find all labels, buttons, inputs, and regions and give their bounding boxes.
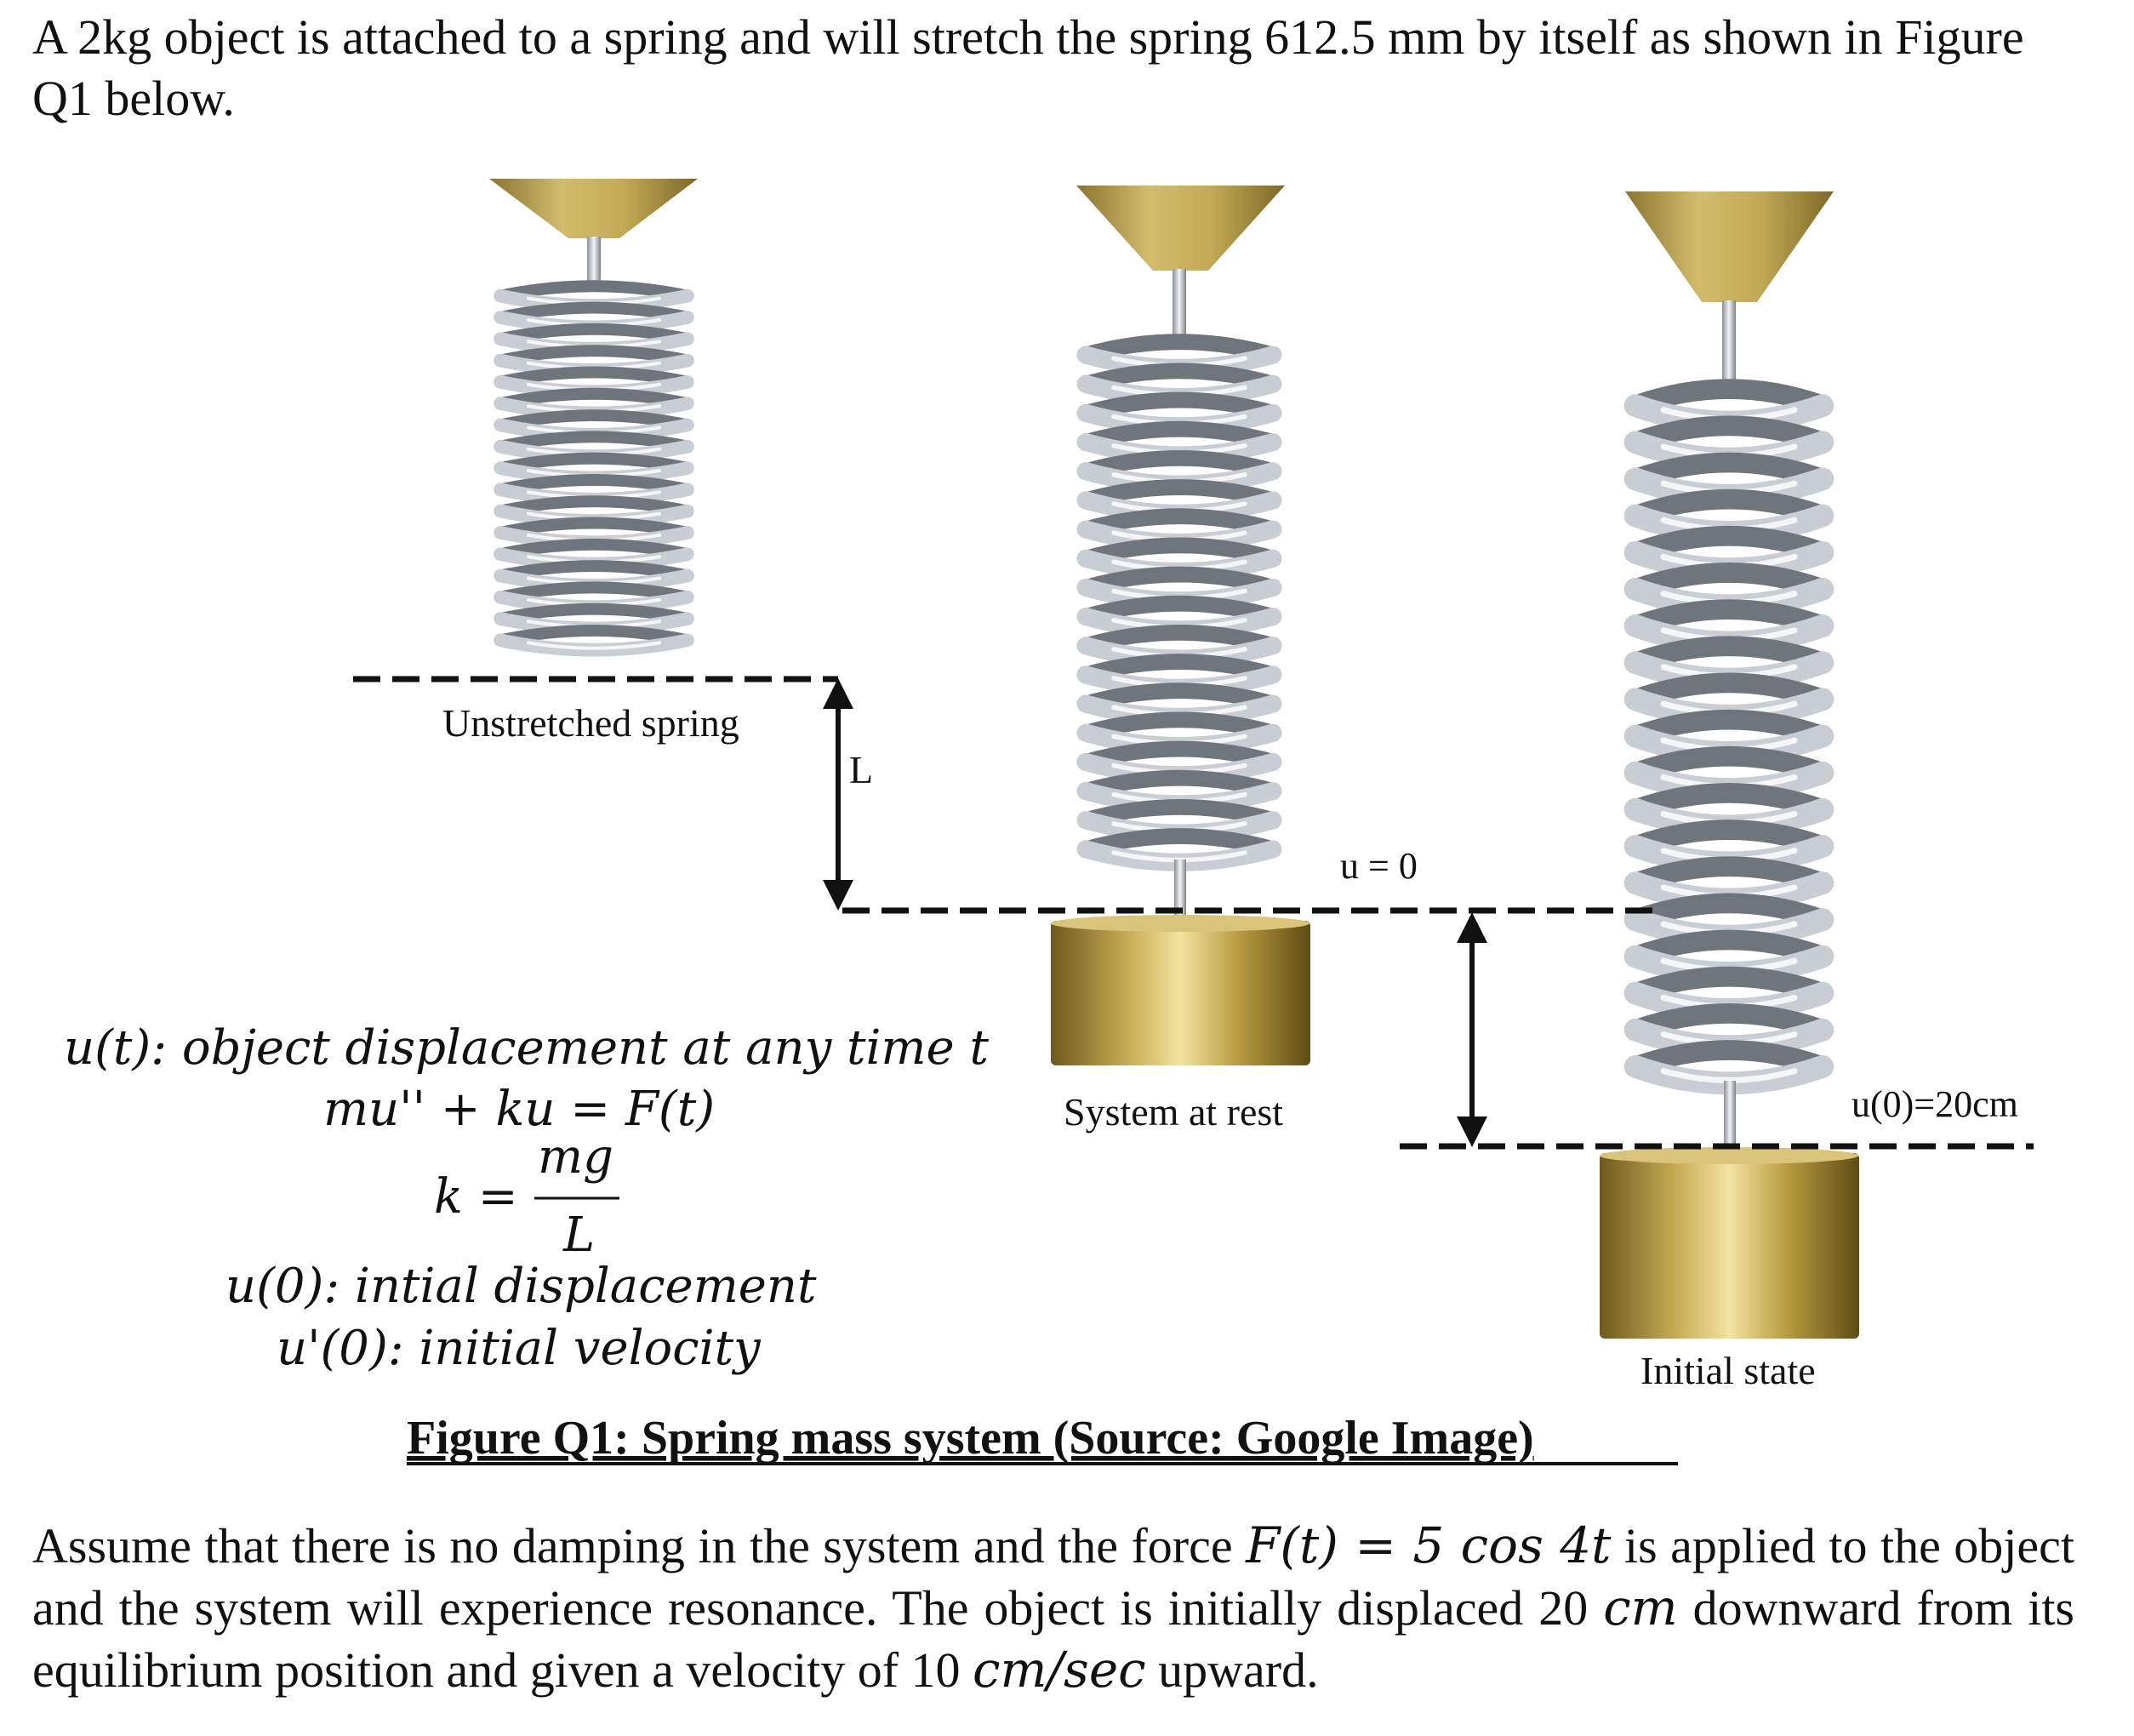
unstretched-spring-label: Unstretched spring xyxy=(442,701,739,745)
coil-turn-back xyxy=(494,366,693,388)
unit-cm-per-sec: cm/sec xyxy=(973,1641,1146,1699)
spring-rod-3 xyxy=(1722,300,1736,385)
coil-turn-back xyxy=(1625,379,1833,416)
coil-turn-back xyxy=(1625,636,1833,673)
closing-part-3: downward from its equilibrium position a… xyxy=(32,1580,2075,1698)
coil-turn-back xyxy=(494,474,693,496)
coil-turn-back xyxy=(1077,334,1281,363)
equation-initial-velocity: u'(0): initial velocity xyxy=(277,1321,762,1376)
coil-turn-back xyxy=(1077,595,1281,625)
unit-cm: cm xyxy=(1603,1579,1678,1636)
closing-paragraph: Assume that there is no damping in the s… xyxy=(32,1515,2074,1701)
initial-state-label: Initial state xyxy=(1640,1349,1816,1392)
coil-turn-back xyxy=(494,387,693,410)
spring-rod-2 xyxy=(1173,269,1186,337)
coil-turn-back xyxy=(1077,711,1281,741)
coil-turn-back xyxy=(1077,566,1281,596)
closing-part-2: is applied to the object and the system … xyxy=(32,1518,2075,1636)
spring-rod-3-bottom xyxy=(1724,1081,1736,1157)
intro-paragraph: A 2kg object is attached to a spring and… xyxy=(32,9,2024,126)
coil-turn-highlight xyxy=(1660,1068,1798,1083)
coil-turn-back xyxy=(1625,783,1833,820)
coil-turn-highlight xyxy=(526,641,662,650)
coil-turn-back xyxy=(494,495,693,517)
mass-block-3 xyxy=(1600,1147,1859,1339)
coil-spring-1 xyxy=(494,280,694,657)
equation-displacement-definition: u(t): object displacement at any time t xyxy=(64,1020,989,1076)
equation-k-lhs: k = xyxy=(434,1169,518,1225)
coil-turn-back xyxy=(1625,709,1833,746)
coil-turn-back xyxy=(494,602,693,625)
coil-turn-back xyxy=(1077,537,1281,567)
closing-part-4: upward. xyxy=(1145,1642,1319,1698)
coil-turn-back xyxy=(1077,769,1281,799)
coil-turn-back xyxy=(494,560,693,582)
coil-turn-back xyxy=(494,301,693,323)
initial-state-assembly xyxy=(1600,191,1859,1339)
coil-turn-back xyxy=(1625,415,1833,453)
equation-of-motion: mu'' + ku = F(t) xyxy=(323,1082,715,1137)
system-at-rest-assembly xyxy=(1051,186,1310,1065)
equation-initial-displacement: u(0): intial displacement xyxy=(225,1259,817,1314)
force-expression: F(t) = 5 cos 4t xyxy=(1246,1516,1612,1574)
coil-turn-back xyxy=(1625,856,1833,894)
coil-turn-back xyxy=(1077,740,1281,770)
coil-turn-back xyxy=(494,345,693,367)
coil-spring-3 xyxy=(1623,379,1834,1095)
system-at-rest-label: System at rest xyxy=(1064,1090,1283,1134)
length-L-label: L xyxy=(849,748,873,791)
coil-turn-back xyxy=(494,323,693,345)
coil-turn-back xyxy=(494,280,693,302)
coil-turn-back xyxy=(1077,508,1281,538)
coil-turn-back xyxy=(494,431,693,453)
coil-turn-back xyxy=(1625,452,1833,489)
coil-turn-back xyxy=(1625,745,1833,784)
equation-k-denominator: L xyxy=(562,1208,595,1263)
equation-k-numerator: mg xyxy=(538,1129,613,1185)
coil-turn-back xyxy=(1625,929,1833,967)
coil-turn-back xyxy=(1077,624,1281,654)
coil-turn-back xyxy=(1077,391,1281,421)
coil-turn-back xyxy=(494,625,693,647)
coil-turn-back xyxy=(1625,966,1833,1003)
coil-turn-back xyxy=(1077,479,1281,509)
coil-turn-back xyxy=(1077,420,1281,450)
coil-turn-back xyxy=(1625,599,1833,637)
coil-turn-back xyxy=(494,538,693,561)
coil-turn-back xyxy=(1077,449,1281,480)
coil-turn-back xyxy=(1625,525,1833,563)
figure-caption: Figure Q1: Spring mass system (Source: G… xyxy=(407,1412,1534,1465)
coil-turn-back xyxy=(1625,672,1833,710)
initial-displacement-label: u(0)=20cm xyxy=(1852,1083,2018,1125)
coil-turn-back xyxy=(1077,798,1281,829)
closing-part-1: Assume that there is no damping in the s… xyxy=(32,1518,1247,1573)
ceiling-mount-1 xyxy=(489,179,698,238)
coil-turn-back xyxy=(1077,654,1281,683)
coil-turn-back xyxy=(1625,1040,1833,1077)
coil-turn-back xyxy=(1625,819,1833,857)
unstretched-spring-assembly xyxy=(489,179,698,657)
coil-turn-back xyxy=(494,517,693,539)
spring-rod-1 xyxy=(587,237,601,281)
equations-block: u(t): object displacement at any time t … xyxy=(64,1020,989,1376)
mass-block-2 xyxy=(1051,915,1310,1065)
coil-turn-back xyxy=(1625,488,1833,526)
coil-turn-back xyxy=(1077,682,1281,712)
coil-turn-back xyxy=(1625,562,1833,600)
coil-turn-back xyxy=(494,409,693,431)
coil-turn-back xyxy=(1625,1002,1833,1041)
equilibrium-u0-label: u = 0 xyxy=(1340,845,1418,887)
coil-spring-2 xyxy=(1076,334,1282,871)
coil-turn-back xyxy=(494,452,693,474)
coil-turn-back xyxy=(1077,363,1281,392)
ceiling-mount-3 xyxy=(1625,191,1834,302)
coil-turn-back xyxy=(1625,893,1833,930)
ceiling-mount-2 xyxy=(1076,186,1285,271)
coil-turn-back xyxy=(1077,828,1281,858)
coil-turn-back xyxy=(494,581,693,603)
